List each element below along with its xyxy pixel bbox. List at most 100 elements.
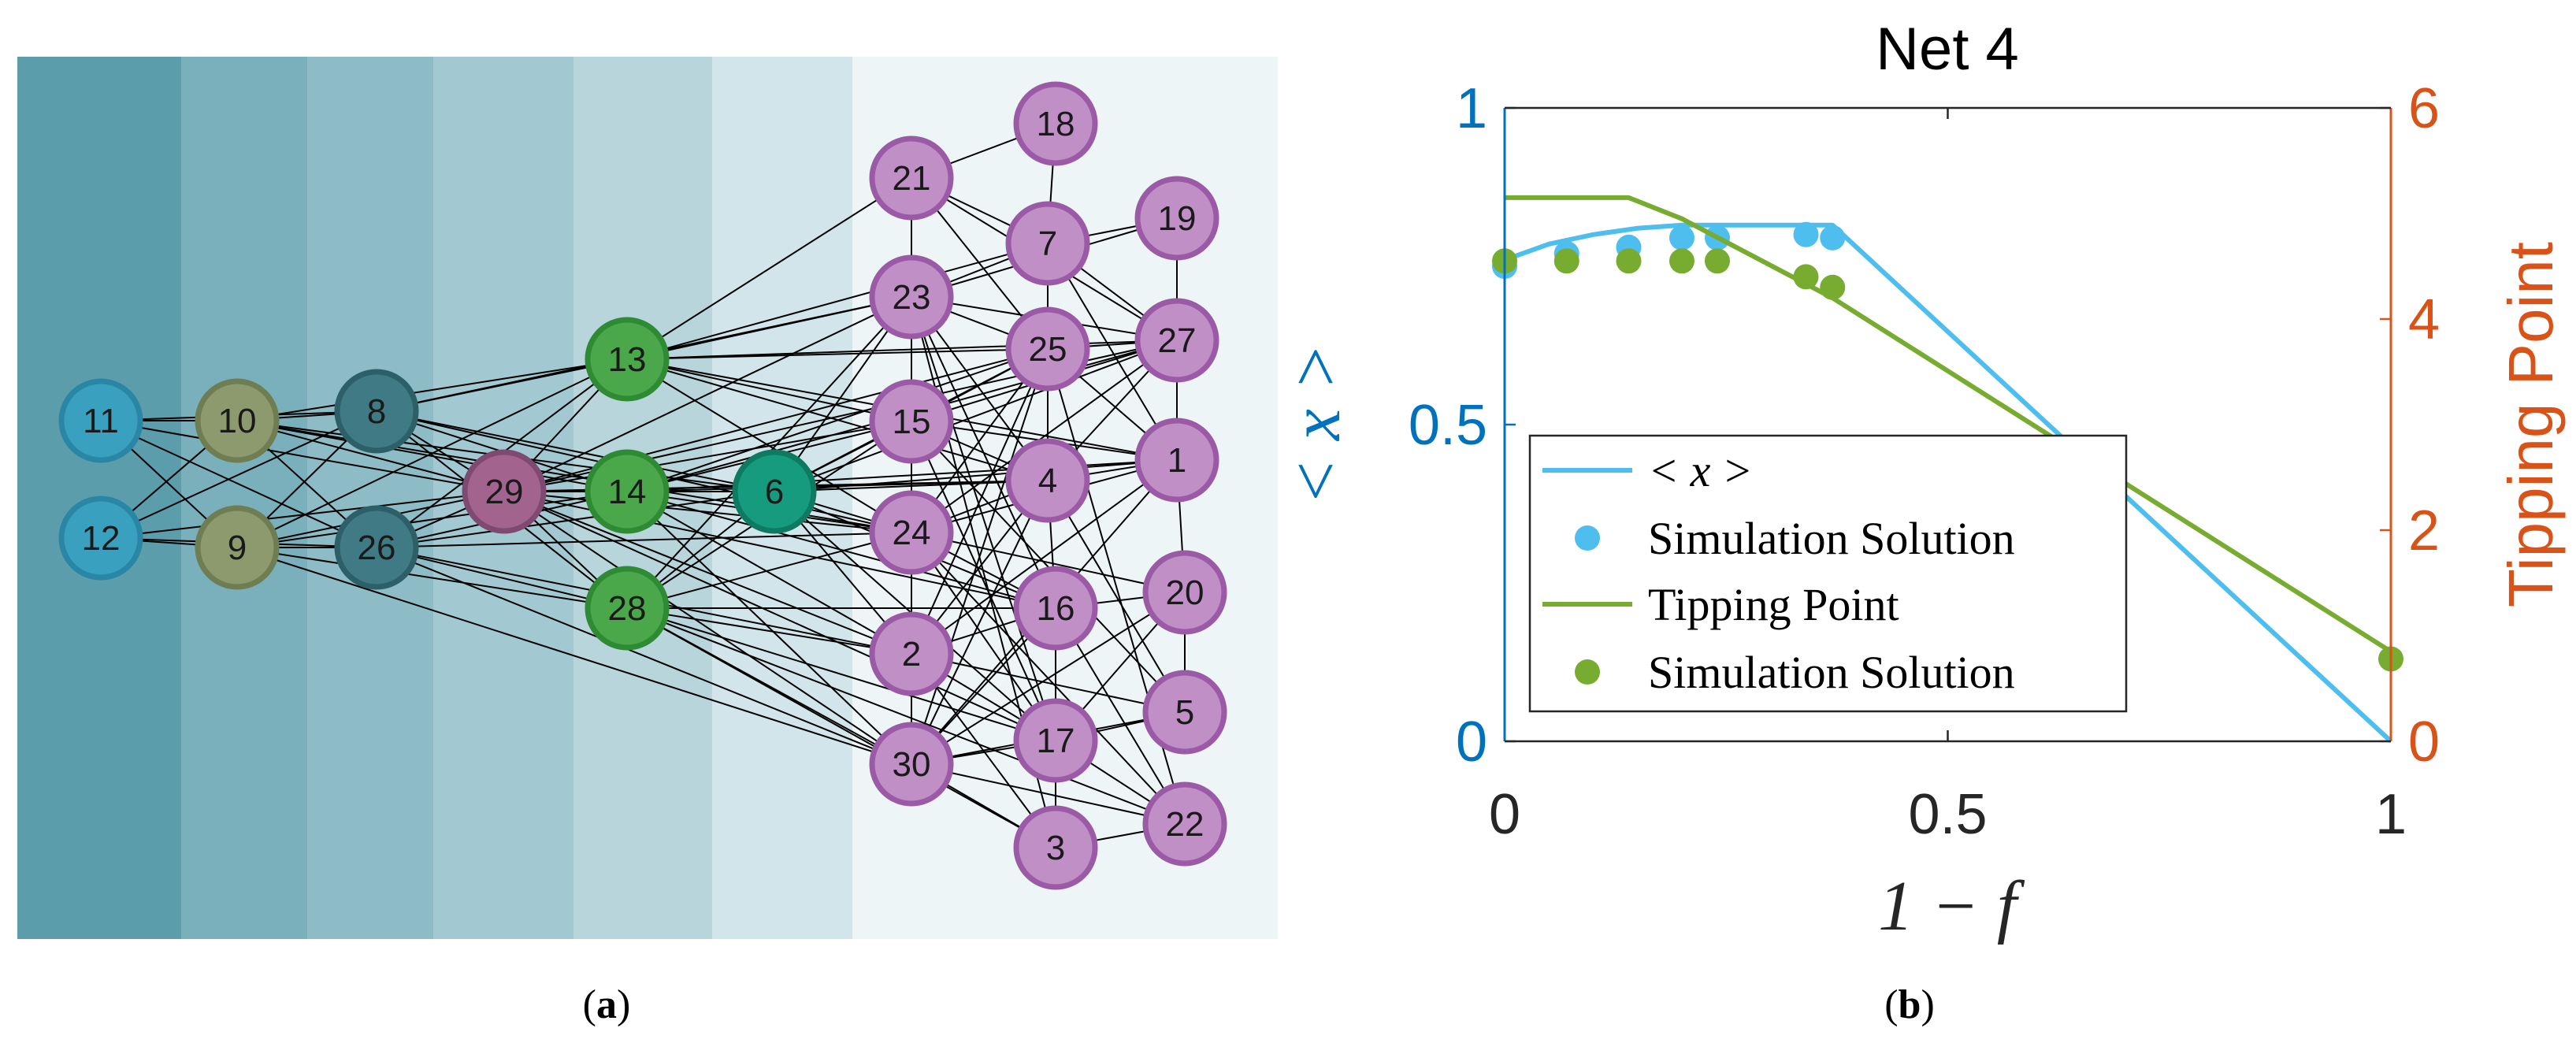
network-node: 17 xyxy=(1013,698,1098,783)
network-node-label: 29 xyxy=(485,473,524,511)
network-edge xyxy=(236,491,628,548)
network-edge xyxy=(626,348,1049,492)
legend-swatch-dot xyxy=(1575,525,1600,551)
network-node-label: 4 xyxy=(1038,462,1057,500)
network-node-label: 28 xyxy=(608,589,647,628)
network-node: 6 xyxy=(732,449,817,534)
network-edge xyxy=(236,547,912,765)
network-node-circle xyxy=(195,378,280,463)
y-tick-label-right: 6 xyxy=(2408,77,2440,140)
network-node-circle xyxy=(58,496,143,581)
y-tick-label-right: 0 xyxy=(2408,711,2440,774)
network-node-circle xyxy=(58,378,143,463)
network-node-circle xyxy=(1005,201,1090,286)
scatter-point-1 xyxy=(1669,225,1694,251)
network-node-label: 15 xyxy=(893,403,931,441)
x-axis-label: 1 − f xyxy=(1878,867,2025,945)
network-node-label: 22 xyxy=(1166,805,1204,844)
x-tick-label: 0.5 xyxy=(1908,783,1987,846)
network-edge xyxy=(774,340,1178,492)
network-node-circle xyxy=(1005,438,1090,523)
network-node-label: 16 xyxy=(1037,589,1075,628)
network-node-label: 13 xyxy=(608,340,647,379)
network-node: 23 xyxy=(869,254,954,340)
network-node-circle xyxy=(869,611,954,696)
network-node: 30 xyxy=(869,722,954,807)
scatter-point-3 xyxy=(1616,248,1642,274)
panel-b-label: (b) xyxy=(1884,982,1935,1027)
scatter-point-3 xyxy=(1553,248,1579,274)
network-node-label: 7 xyxy=(1038,225,1057,263)
network-edge xyxy=(911,459,1178,655)
network-node-label: 14 xyxy=(608,473,647,511)
network-node: 5 xyxy=(1142,670,1227,755)
network-edge xyxy=(911,532,1186,593)
network-edge xyxy=(626,243,1049,360)
network-edge xyxy=(376,547,628,609)
network-edge xyxy=(626,358,912,533)
network-edge xyxy=(911,532,1056,741)
y-tick-label-left: 0 xyxy=(1456,711,1487,774)
scatter-point-1 xyxy=(1793,221,1819,247)
network-edge xyxy=(236,420,505,492)
network-node-circle xyxy=(334,505,419,590)
x-tick-label: 0 xyxy=(1489,783,1520,846)
network-node-label: 23 xyxy=(893,278,931,317)
network-edge xyxy=(911,348,1049,765)
network-edge xyxy=(911,480,1049,765)
network-edge xyxy=(626,607,912,655)
network-node-circle xyxy=(1005,306,1090,392)
network-edge xyxy=(626,607,1186,825)
network-node-circle xyxy=(1013,698,1098,783)
network-node-circle xyxy=(462,449,547,534)
network-node-label: 5 xyxy=(1175,693,1194,732)
network-node-circle xyxy=(1134,176,1219,261)
scatter-point-3 xyxy=(1669,248,1694,274)
network-node-circle xyxy=(869,135,954,221)
y-tick-label-right: 2 xyxy=(2408,499,2440,562)
network-node-circle xyxy=(1134,418,1219,503)
network-node-label: 24 xyxy=(893,514,931,552)
network-nodes: 1234567891011121314151617181920212223242… xyxy=(58,81,1227,890)
network-edge xyxy=(503,491,912,655)
network-node: 11 xyxy=(58,378,143,463)
network-node: 19 xyxy=(1134,176,1219,261)
network-node: 2 xyxy=(869,611,954,696)
network-edge xyxy=(911,592,1186,765)
network-edge xyxy=(236,358,628,548)
network-node-circle xyxy=(334,369,419,454)
y-axis-right-label: Tipping Point xyxy=(2496,242,2566,607)
network-node-label: 12 xyxy=(82,519,121,558)
network-node: 18 xyxy=(1013,81,1098,166)
network-node: 20 xyxy=(1142,550,1227,635)
network-edge xyxy=(236,358,628,421)
y-tick-label-right: 4 xyxy=(2408,288,2440,351)
network-edge xyxy=(376,410,775,492)
network-edge xyxy=(774,459,1178,492)
network-node: 12 xyxy=(58,496,143,581)
network-node-label: 18 xyxy=(1037,105,1075,143)
network-node: 8 xyxy=(334,369,419,454)
network-edge xyxy=(1047,480,1186,713)
network-edge xyxy=(911,296,1056,741)
network-node: 14 xyxy=(585,449,670,534)
series-line-2 xyxy=(1505,195,2392,654)
network-edge xyxy=(911,421,1056,741)
network-edge xyxy=(626,296,912,360)
network-node-circle xyxy=(732,449,817,534)
network-node: 9 xyxy=(195,505,280,590)
network-node-label: 19 xyxy=(1158,199,1197,238)
network-node-circle xyxy=(1142,550,1227,635)
network-edge xyxy=(503,491,912,533)
network-node-circle xyxy=(1134,298,1219,383)
network-node-circle xyxy=(585,317,670,402)
network-node-circle xyxy=(1013,805,1098,890)
network-node-circle xyxy=(1013,566,1098,651)
network-edge xyxy=(626,491,912,765)
x-tick-label: 1 xyxy=(2375,783,2407,846)
network-edge xyxy=(503,491,1056,741)
network-node: 26 xyxy=(334,505,419,590)
network-node: 1 xyxy=(1134,418,1219,503)
